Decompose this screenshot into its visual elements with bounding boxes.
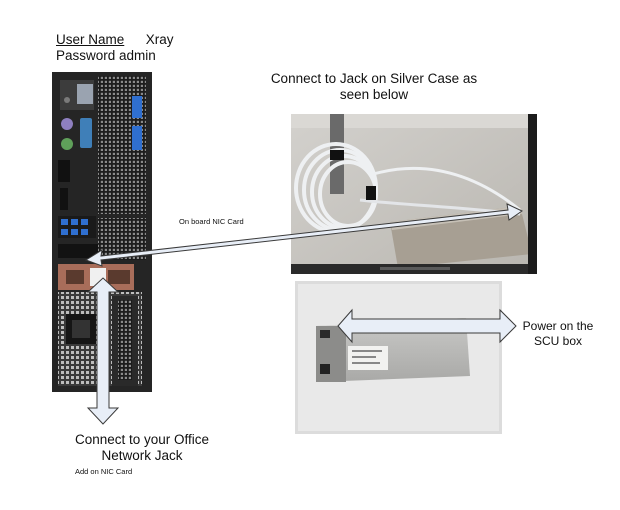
silver-case-cable-photo	[291, 114, 537, 274]
caption-onboard-nic: On board NIC Card	[179, 217, 244, 226]
password-line: Password admin	[56, 48, 156, 63]
caption-connect-jack-silver-case: Connect to Jack on Silver Case as seen b…	[270, 71, 478, 102]
double-arrow-addon-nic-to-office-jack-icon	[86, 277, 120, 425]
username-row: User Name Xray	[56, 32, 174, 48]
double-arrow-scu-power-icon	[337, 308, 517, 344]
caption-addon-nic: Add on NIC Card	[75, 467, 133, 476]
double-arrow-onboard-nic-to-silver-case-icon	[84, 203, 524, 267]
scu-box-photo	[295, 281, 502, 434]
username-label: User Name	[56, 32, 125, 47]
caption-connect-office-jack: Connect to your Office Network Jack	[74, 432, 210, 463]
username-value: Xray	[145, 32, 174, 47]
caption-power-scu: Power on the SCU box	[522, 319, 594, 348]
